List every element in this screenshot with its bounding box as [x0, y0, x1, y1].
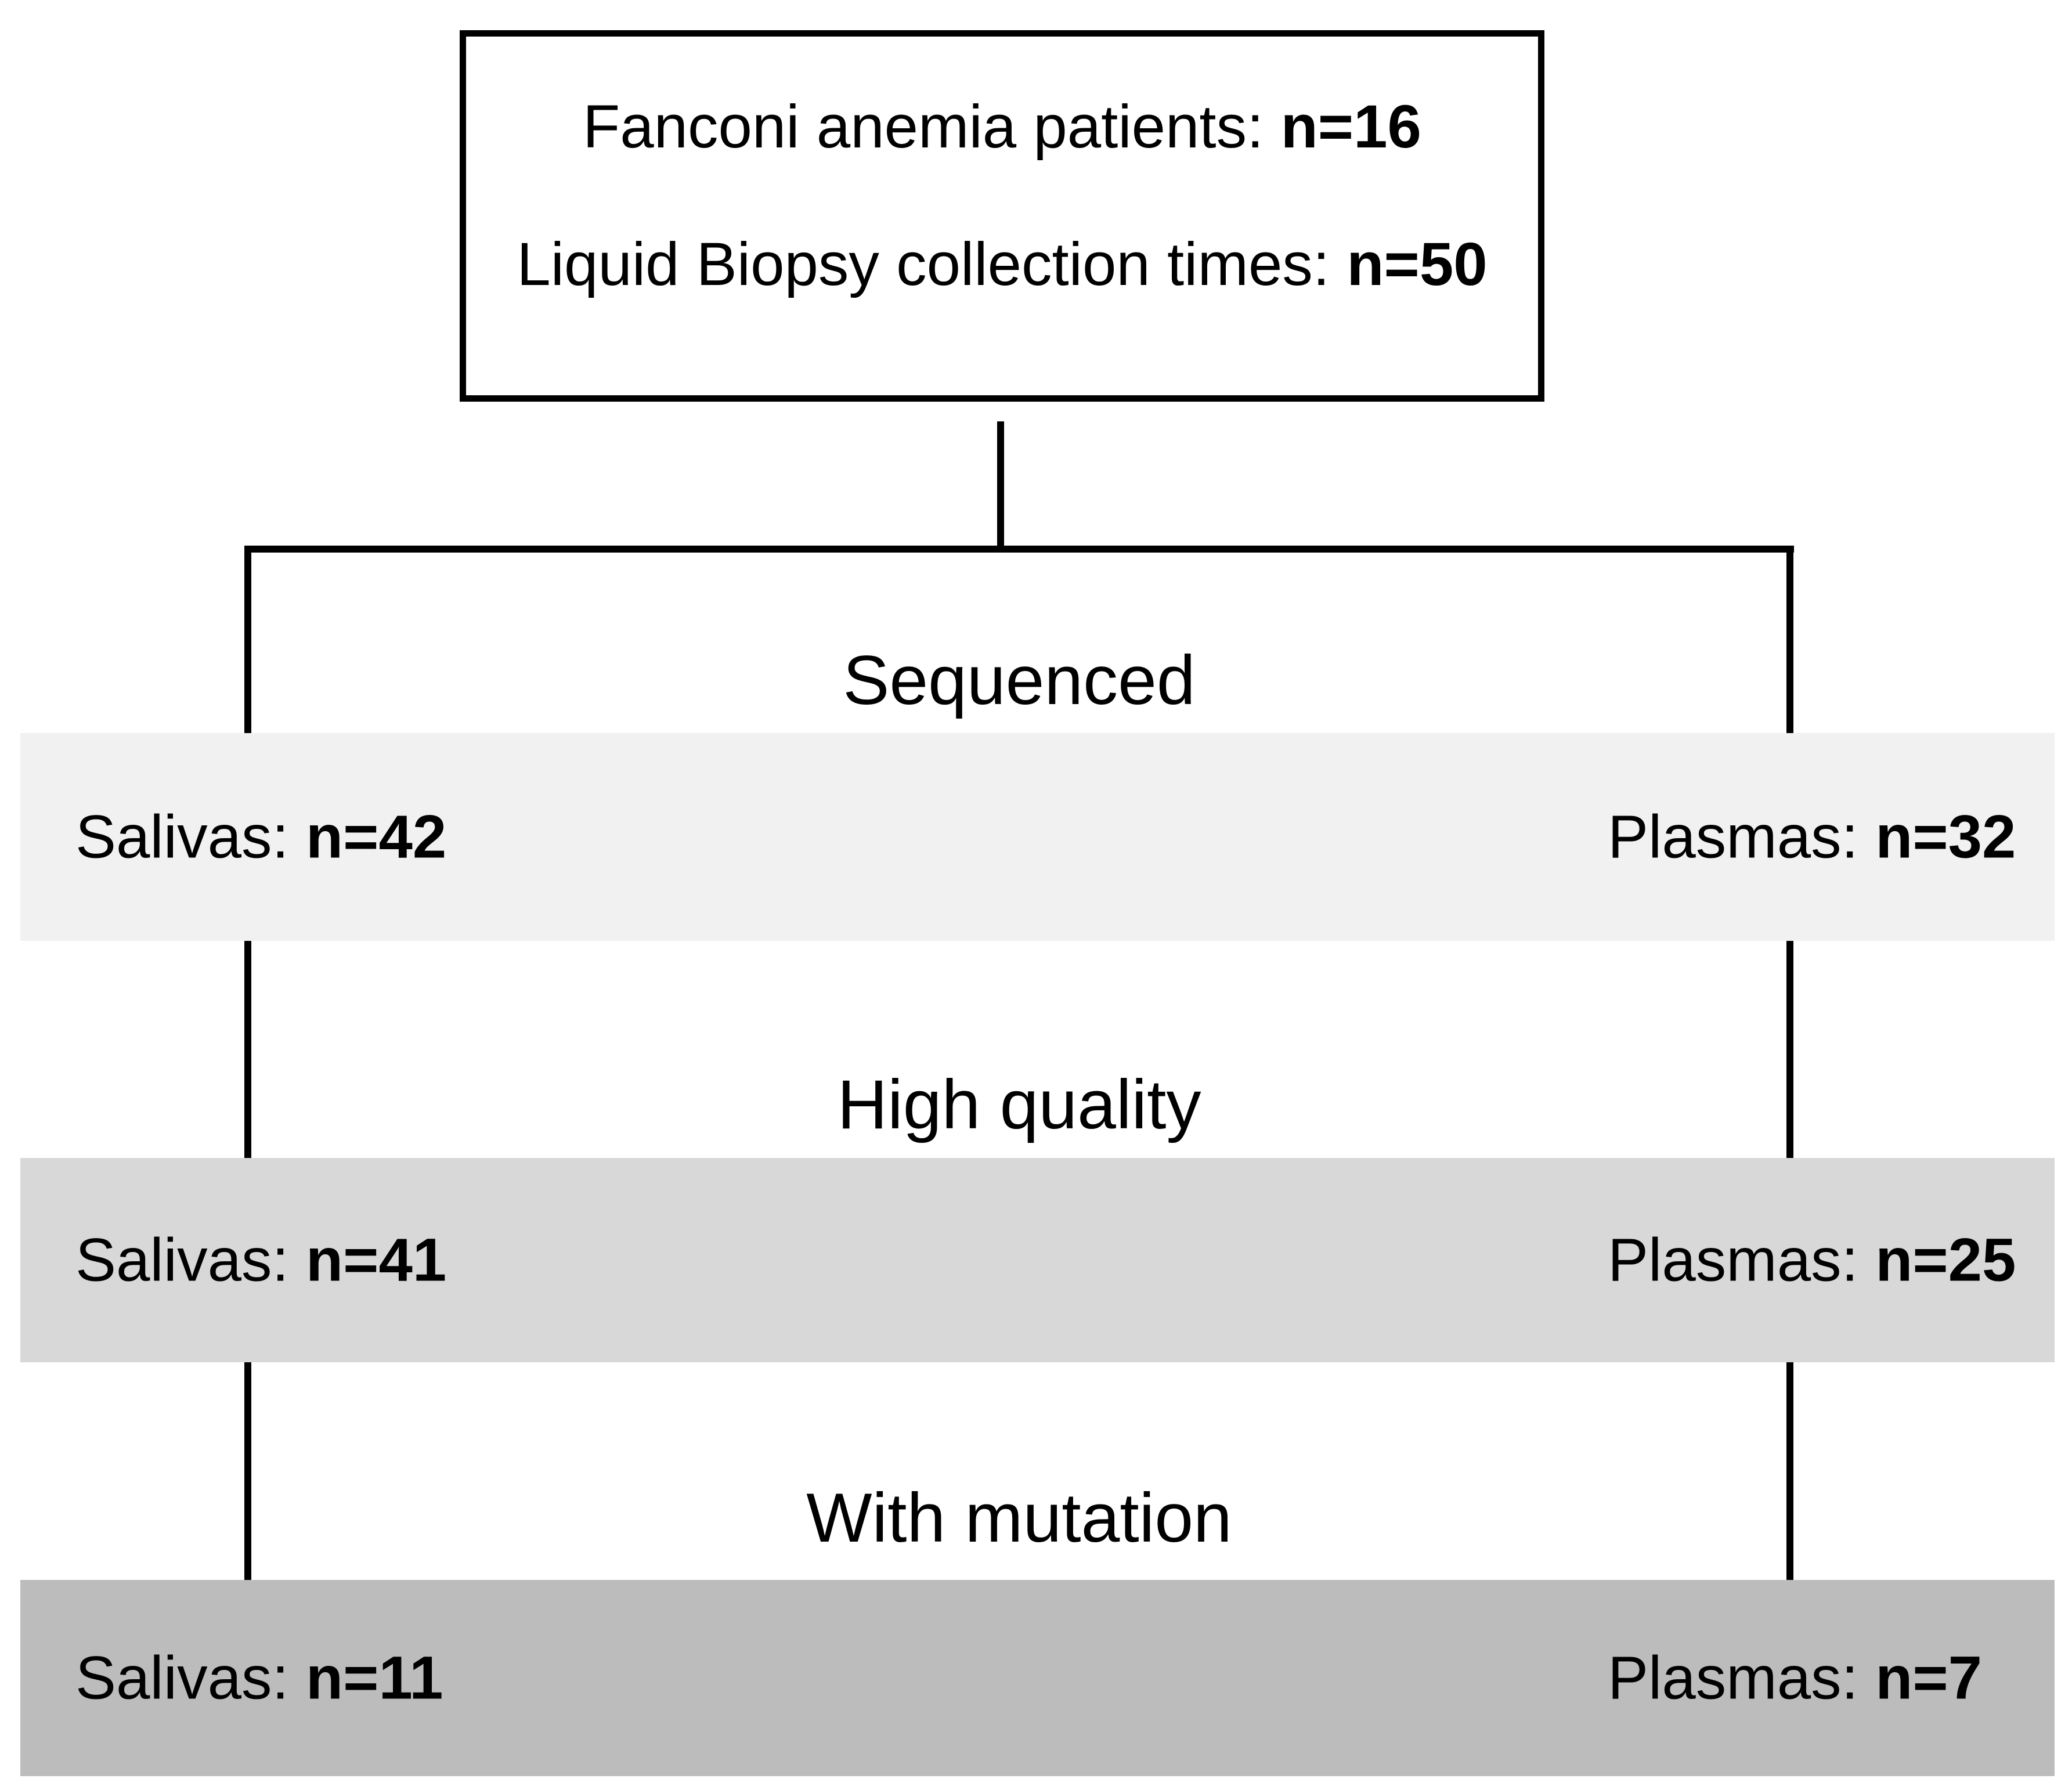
band-sequenced: Salivas:n=42 Plasmas:n=32: [20, 733, 2055, 941]
high-quality-plasmas: Plasmas:n=25: [1608, 1230, 2016, 1291]
patients-label: Fanconi anemia patients:: [583, 93, 1264, 161]
root-box-line-patients: Fanconi anemia patients:n=16: [583, 96, 1421, 157]
root-box-line-collections: Liquid Biopsy collection times:n=50: [517, 234, 1487, 295]
root-connector-line: [997, 421, 1004, 549]
root-box: Fanconi anemia patients:n=16 Liquid Biop…: [460, 30, 1544, 402]
band-high-quality: Salivas:n=41 Plasmas:n=25: [20, 1158, 2055, 1362]
stage-title-sequenced: Sequenced: [843, 641, 1196, 719]
collections-count: n=50: [1347, 230, 1488, 298]
salivas-count: n=41: [306, 1226, 447, 1294]
sequenced-salivas: Salivas:n=42: [75, 807, 446, 868]
plasmas-count: n=32: [1875, 803, 2016, 871]
collections-label: Liquid Biopsy collection times:: [517, 230, 1330, 298]
plasmas-count: n=7: [1875, 1644, 1983, 1712]
high-quality-salivas: Salivas:n=41: [75, 1230, 446, 1291]
salivas-count: n=11: [306, 1644, 443, 1712]
with-mutation-salivas: Salivas:n=11: [75, 1648, 443, 1709]
patients-count: n=16: [1280, 93, 1421, 161]
plasmas-label: Plasmas:: [1608, 1226, 1858, 1294]
sequenced-plasmas: Plasmas:n=32: [1608, 807, 2016, 868]
plasmas-label: Plasmas:: [1608, 803, 1858, 871]
salivas-count: n=42: [306, 803, 447, 871]
salivas-label: Salivas:: [75, 803, 289, 871]
with-mutation-plasmas: Plasmas:n=7: [1608, 1648, 1982, 1709]
plasmas-count: n=25: [1875, 1226, 2016, 1294]
stage-title-with-mutation: With mutation: [806, 1479, 1232, 1557]
salivas-label: Salivas:: [75, 1226, 289, 1294]
salivas-label: Salivas:: [75, 1644, 289, 1712]
branch-horizontal-line: [244, 546, 1794, 553]
band-with-mutation: Salivas:n=11 Plasmas:n=7: [20, 1580, 2055, 1776]
plasmas-label: Plasmas:: [1608, 1644, 1858, 1712]
stage-title-high-quality: High quality: [837, 1066, 1201, 1143]
